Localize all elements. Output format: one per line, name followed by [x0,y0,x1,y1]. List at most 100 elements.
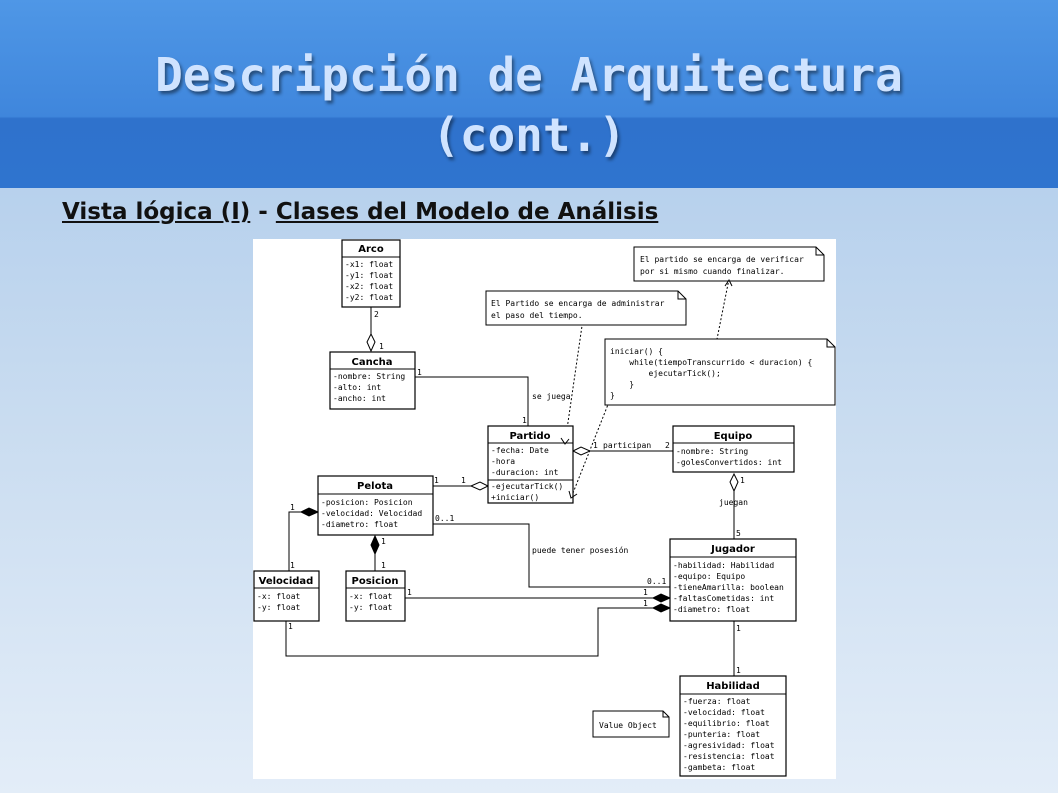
note-link-tiempo [564,318,584,444]
class-equipo-attr: -golesConvertidos: int [676,458,782,467]
label-juegan: juegan [719,498,748,507]
label-puede-tener: puede tener posesión [532,545,629,555]
class-arco-attr: -x2: float [345,282,393,291]
mult-posicion-jugador-1b: 1 [643,588,648,597]
class-jugador: Jugador -habilidad: Habilidad -equipo: E… [669,538,797,622]
class-partido-method: -ejecutarTick() [491,482,563,491]
class-velocidad-attr: -y: float [257,603,301,612]
class-equipo-name: Equipo [714,431,753,442]
mult-arco-1: 1 [379,342,384,351]
class-jugador-attr: -equipo: Equipo [673,572,745,581]
class-posicion: Posicion -x: float -y: float [345,570,406,622]
mult-velocidad-bottom-1: 1 [288,622,293,631]
diamond-jugador-velocidad [651,603,672,613]
edge-pelota-velocidad [288,511,301,571]
mult-habilidad-1: 1 [736,666,741,675]
class-equipo: Equipo -nombre: String -golesConvertidos… [672,425,795,473]
class-habilidad-attr: -agresividad: float [683,741,775,750]
note-codigo-line2: while(tiempoTranscurrido < duracion) { [610,358,812,367]
class-habilidad-attr: -resistencia: float [683,752,775,761]
mult-pelota-1b: 1 [461,476,466,485]
class-jugador-name: Jugador [710,544,755,555]
mult-partido-equipo-1: 1 [593,441,598,450]
class-jugador-attr: -faltasCometidas: int [673,594,774,603]
note-verificar-line1: El partido se encarga de verificar [640,255,804,264]
note-verificar: El partido se encarga de verificar por s… [633,246,825,282]
mult-velocidad-1: 1 [290,561,295,570]
note-codigo-line4: } [610,380,634,389]
class-arco: Arco -x1: float -y1: float -x2: float -y… [341,239,401,308]
class-jugador-attr: -habilidad: Habilidad [673,561,774,570]
class-cancha-name: Cancha [351,357,392,368]
class-partido: Partido -fecha: Date -hora -duracion: in… [487,425,574,504]
mult-pelota-velocidad-1: 1 [290,503,295,512]
mult-equipo-1: 1 [740,476,745,485]
class-pelota-attr: -posicion: Posicion [321,498,413,507]
edge-pelota-jugador [433,523,670,588]
class-velocidad-name: Velocidad [259,576,314,587]
edge-cancha-partido [415,376,529,426]
class-pelota-attr: -velocidad: Velocidad [321,509,422,518]
note-link-codigo [570,401,610,499]
note-value-object: Value Object [592,710,670,738]
class-equipo-attr: -nombre: String [676,447,748,456]
diamond-partido-pelota [469,481,490,491]
note-tiempo: El Partido se encarga de administrar el … [485,290,687,326]
mult-jugador-habilidad-1: 1 [736,624,741,633]
class-partido-name: Partido [510,431,551,442]
mult-arco-2: 2 [374,310,379,319]
uml-class-diagram: 2 1 1 1 se juega 1 participan 2 1 1 1 ju… [253,239,836,779]
class-jugador-attr: -tieneAmarilla: boolean [673,583,784,592]
class-habilidad-attr: -gambeta: float [683,763,755,772]
slide-title-line1: Descripción de Arquitectura [155,48,903,102]
class-habilidad-attr: -equilibrio: float [683,719,770,728]
class-cancha-attr: -nombre: String [333,372,405,381]
note-tiempo-line1: El Partido se encarga de administrar [491,299,665,308]
class-posicion-name: Posicion [352,576,399,587]
slide-title-line2: (cont.) [432,108,626,162]
arrowhead-verificar [724,279,733,287]
class-habilidad: Habilidad -fuerza: float -velocidad: flo… [679,675,787,777]
class-cancha: Cancha -nombre: String -alto: int -ancho… [329,351,416,410]
note-codigo-line3: ejecutarTick(); [610,369,721,378]
note-codigo-line1: iniciar() { [610,347,663,356]
diamond-cancha-arco [366,332,376,353]
note-codigo-iniciar: iniciar() { while(tiempoTranscurrido < d… [604,338,836,406]
class-habilidad-name: Habilidad [706,681,760,692]
mult-pelota-posicion-1: 1 [381,537,386,546]
slide-title: Descripción de Arquitectura (cont.) [0,45,1058,165]
class-arco-attr: -y1: float [345,271,393,280]
subtitle-separator: - [250,199,276,225]
class-velocidad-attr: -x: float [257,592,301,601]
mult-posicion-1: 1 [381,561,386,570]
diamond-jugador-posicion [651,593,672,603]
class-habilidad-attr: -punteria: float [683,730,760,739]
mult-pelota-1a: 1 [434,476,439,485]
label-se-juega: se juega [532,392,571,401]
subtitle-classes: Clases del Modelo de Análisis [275,199,659,225]
mult-jugador-5: 5 [736,529,741,538]
class-cancha-attr: -alto: int [333,383,381,392]
mult-jugador-0-1: 0..1 [647,577,666,586]
class-partido-method: +iniciar() [491,493,539,502]
edge-velocidad-jugador [285,607,653,657]
arrowhead-tiempo [560,437,570,445]
class-habilidad-attr: -fuerza: float [683,697,751,706]
class-cancha-attr: -ancho: int [333,394,386,403]
class-arco-attr: -x1: float [345,260,393,269]
class-pelota: Pelota -posicion: Posicion -velocidad: V… [317,475,434,536]
note-tiempo-line2: el paso del tiempo. [491,311,583,320]
note-value-object-text: Value Object [599,721,657,730]
diamond-partido-equipo [571,446,592,456]
title-bar: Descripción de Arquitectura (cont.) [0,0,1058,188]
class-partido-attr: -duracion: int [491,468,559,477]
mult-pelota-0-1: 0..1 [435,514,454,523]
class-jugador-attr: -diametro: float [673,605,750,614]
note-link-verificar [716,278,730,340]
mult-posicion-jugador-1a: 1 [407,588,412,597]
class-pelota-name: Pelota [357,481,393,492]
diamond-pelota-posicion [370,534,380,556]
diamond-pelota-velocidad [299,507,320,517]
diamond-equipo-jugador [729,472,739,493]
mult-partido-1: 1 [522,416,527,425]
